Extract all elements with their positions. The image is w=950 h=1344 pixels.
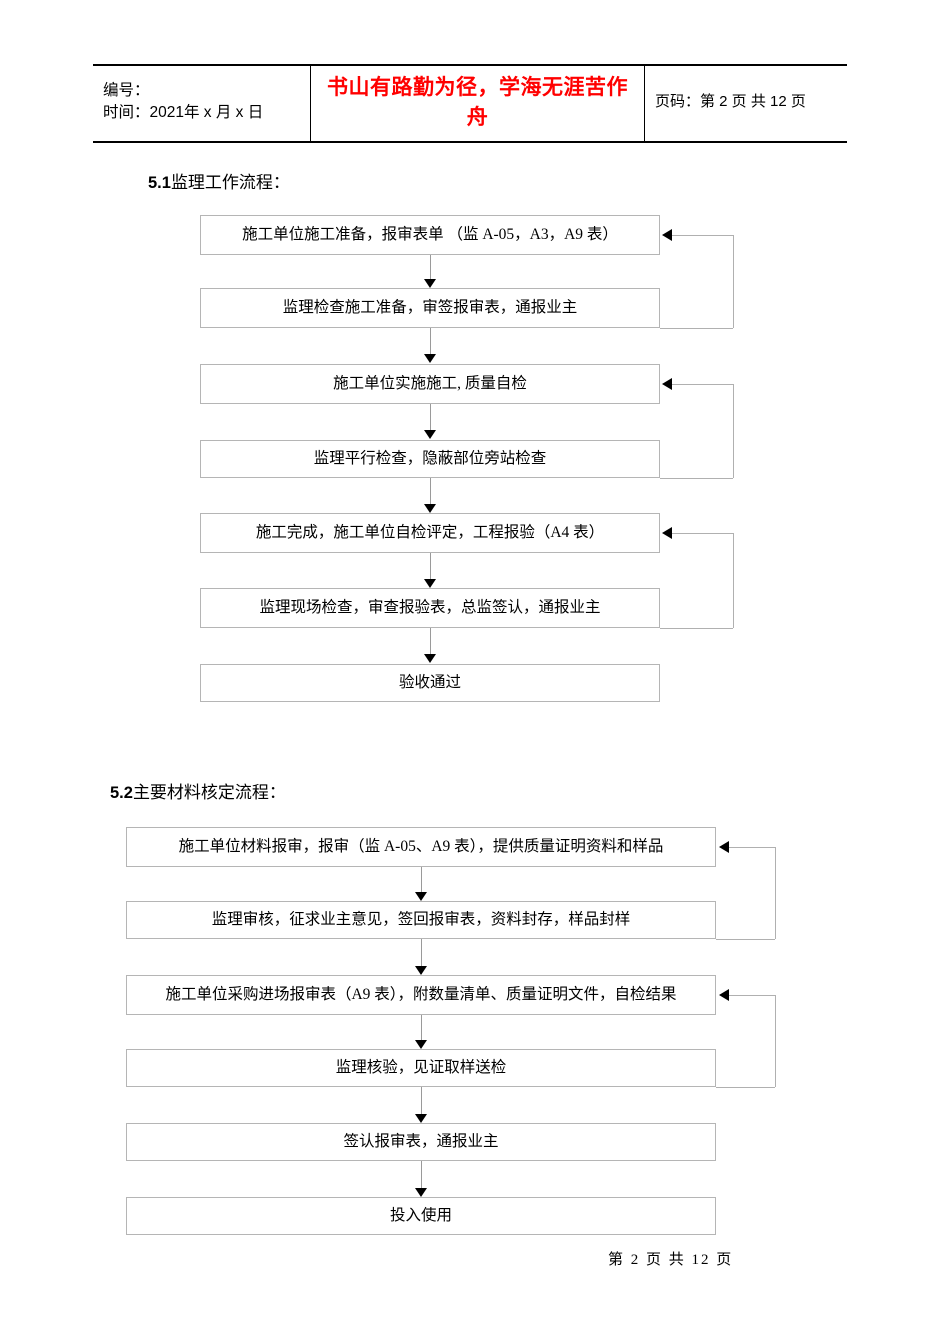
feedback-5-1-b-bottom	[660, 478, 733, 479]
arrow-down-icon-5-1-1	[424, 279, 436, 288]
flow-box-5-2-5: 签认报审表，通报业主	[126, 1123, 716, 1161]
flow-box-5-1-1: 施工单位施工准备，报审表单 （监 A-05，A3，A9 表）	[200, 215, 660, 255]
section-title-5-2: 主要材料核定流程：	[132, 783, 286, 802]
arrow-down-icon-5-1-4	[424, 504, 436, 513]
arrow-down-icon-5-1-2	[424, 354, 436, 363]
feedback-5-1-c-right	[733, 533, 734, 628]
feedback-5-2-a-bottom	[716, 939, 775, 940]
feedback-5-2-a-right	[775, 847, 776, 939]
arrow-down-icon-5-2-3	[415, 1040, 427, 1049]
page-header-table: 编号： 时间：2021年 x 月 x 日 书山有路勤为径，学海无涯苦作舟 页码：…	[93, 64, 847, 143]
section-heading-5-1: 5.1监理工作流程：	[148, 168, 290, 193]
header-id-label: 编号：	[103, 81, 150, 99]
connector-5-1-4-5	[430, 478, 431, 506]
flow-box-5-1-6: 监理现场检查，审查报验表，总监签认，通报业主	[200, 588, 660, 628]
arrow-down-icon-5-1-5	[424, 579, 436, 588]
feedback-5-1-c-bottom	[660, 628, 733, 629]
arrow-down-icon-5-1-3	[424, 430, 436, 439]
feedback-5-2-a-top	[729, 847, 775, 848]
connector-5-2-2-3	[421, 939, 422, 974]
feedback-5-1-b-top	[672, 384, 733, 385]
flow-box-5-1-5: 施工完成，施工单位自检评定，工程报验（A4 表）	[200, 513, 660, 553]
header-cell-id-time: 编号： 时间：2021年 x 月 x 日	[93, 65, 311, 142]
feedback-5-1-c-top	[672, 533, 733, 534]
flow-box-5-1-4: 监理平行检查，隐蔽部位旁站检查	[200, 440, 660, 478]
feedback-5-1-a-top	[672, 235, 733, 236]
feedback-5-2-b-bottom	[716, 1087, 775, 1088]
feedback-5-2-b-right	[775, 995, 776, 1087]
flow-box-5-2-2: 监理审核，征求业主意见，签回报审表，资料封存，样品封样	[126, 901, 716, 939]
connector-5-1-1-2	[430, 255, 431, 281]
feedback-5-1-a-bottom	[660, 328, 733, 329]
arrow-left-icon-5-1-b	[662, 378, 672, 390]
section-heading-5-2: 5.2主要材料核定流程：	[110, 778, 286, 803]
flow-box-5-1-3: 施工单位实施施工, 质量自检	[200, 364, 660, 404]
connector-5-1-3-4	[430, 404, 431, 432]
section-title-5-1: 监理工作流程：	[170, 173, 290, 192]
arrow-left-icon-5-2-b	[719, 989, 729, 1001]
flow-box-5-2-4: 监理核验，见证取样送检	[126, 1049, 716, 1087]
flow-box-5-2-1: 施工单位材料报审，报审（监 A-05、A9 表），提供质量证明资料和样品	[126, 827, 716, 867]
arrow-left-icon-5-2-a	[719, 841, 729, 853]
flow-box-5-1-2: 监理检查施工准备，审签报审表，通报业主	[200, 288, 660, 328]
section-number-5-2: 5.2	[110, 784, 133, 802]
feedback-5-1-b-right	[733, 384, 734, 478]
page-footer: 第 2 页 共 12 页	[608, 1252, 734, 1268]
arrow-down-icon-5-1-6	[424, 654, 436, 663]
header-slogan: 书山有路勤为径，学海无涯苦作舟	[327, 75, 628, 130]
section-number-5-1: 5.1	[148, 174, 171, 192]
feedback-5-2-b-top	[729, 995, 775, 996]
flow-box-5-1-7: 验收通过	[200, 664, 660, 702]
header-cell-pagecode: 页码：第 2 页 共 12 页	[644, 65, 847, 142]
arrow-down-icon-5-2-1	[415, 892, 427, 901]
connector-5-1-6-7	[430, 628, 431, 656]
arrow-down-icon-5-2-4	[415, 1114, 427, 1123]
flow-box-5-2-6: 投入使用	[126, 1197, 716, 1235]
arrow-down-icon-5-2-2	[415, 966, 427, 975]
connector-5-1-5-6	[430, 553, 431, 581]
connector-5-2-3-4	[421, 1015, 422, 1047]
header-row: 编号： 时间：2021年 x 月 x 日 书山有路勤为径，学海无涯苦作舟 页码：…	[93, 65, 847, 142]
arrow-left-icon-5-1-a	[662, 229, 672, 241]
arrow-left-icon-5-1-c	[662, 527, 672, 539]
header-cell-slogan: 书山有路勤为径，学海无涯苦作舟	[310, 65, 645, 142]
arrow-down-icon-5-2-5	[415, 1188, 427, 1197]
flow-box-5-2-3: 施工单位采购进场报审表（A9 表），附数量清单、质量证明文件，自检结果	[126, 975, 716, 1015]
connector-5-2-5-6	[421, 1161, 422, 1194]
header-page-code: 页码：第 2 页 共 12 页	[655, 93, 806, 111]
connector-5-1-2-3	[430, 328, 431, 356]
feedback-5-1-a-right	[733, 235, 734, 328]
header-time-label: 时间：2021年 x 月 x 日	[103, 104, 264, 122]
connector-5-2-1-2	[421, 867, 422, 894]
connector-5-2-4-5	[421, 1087, 422, 1120]
